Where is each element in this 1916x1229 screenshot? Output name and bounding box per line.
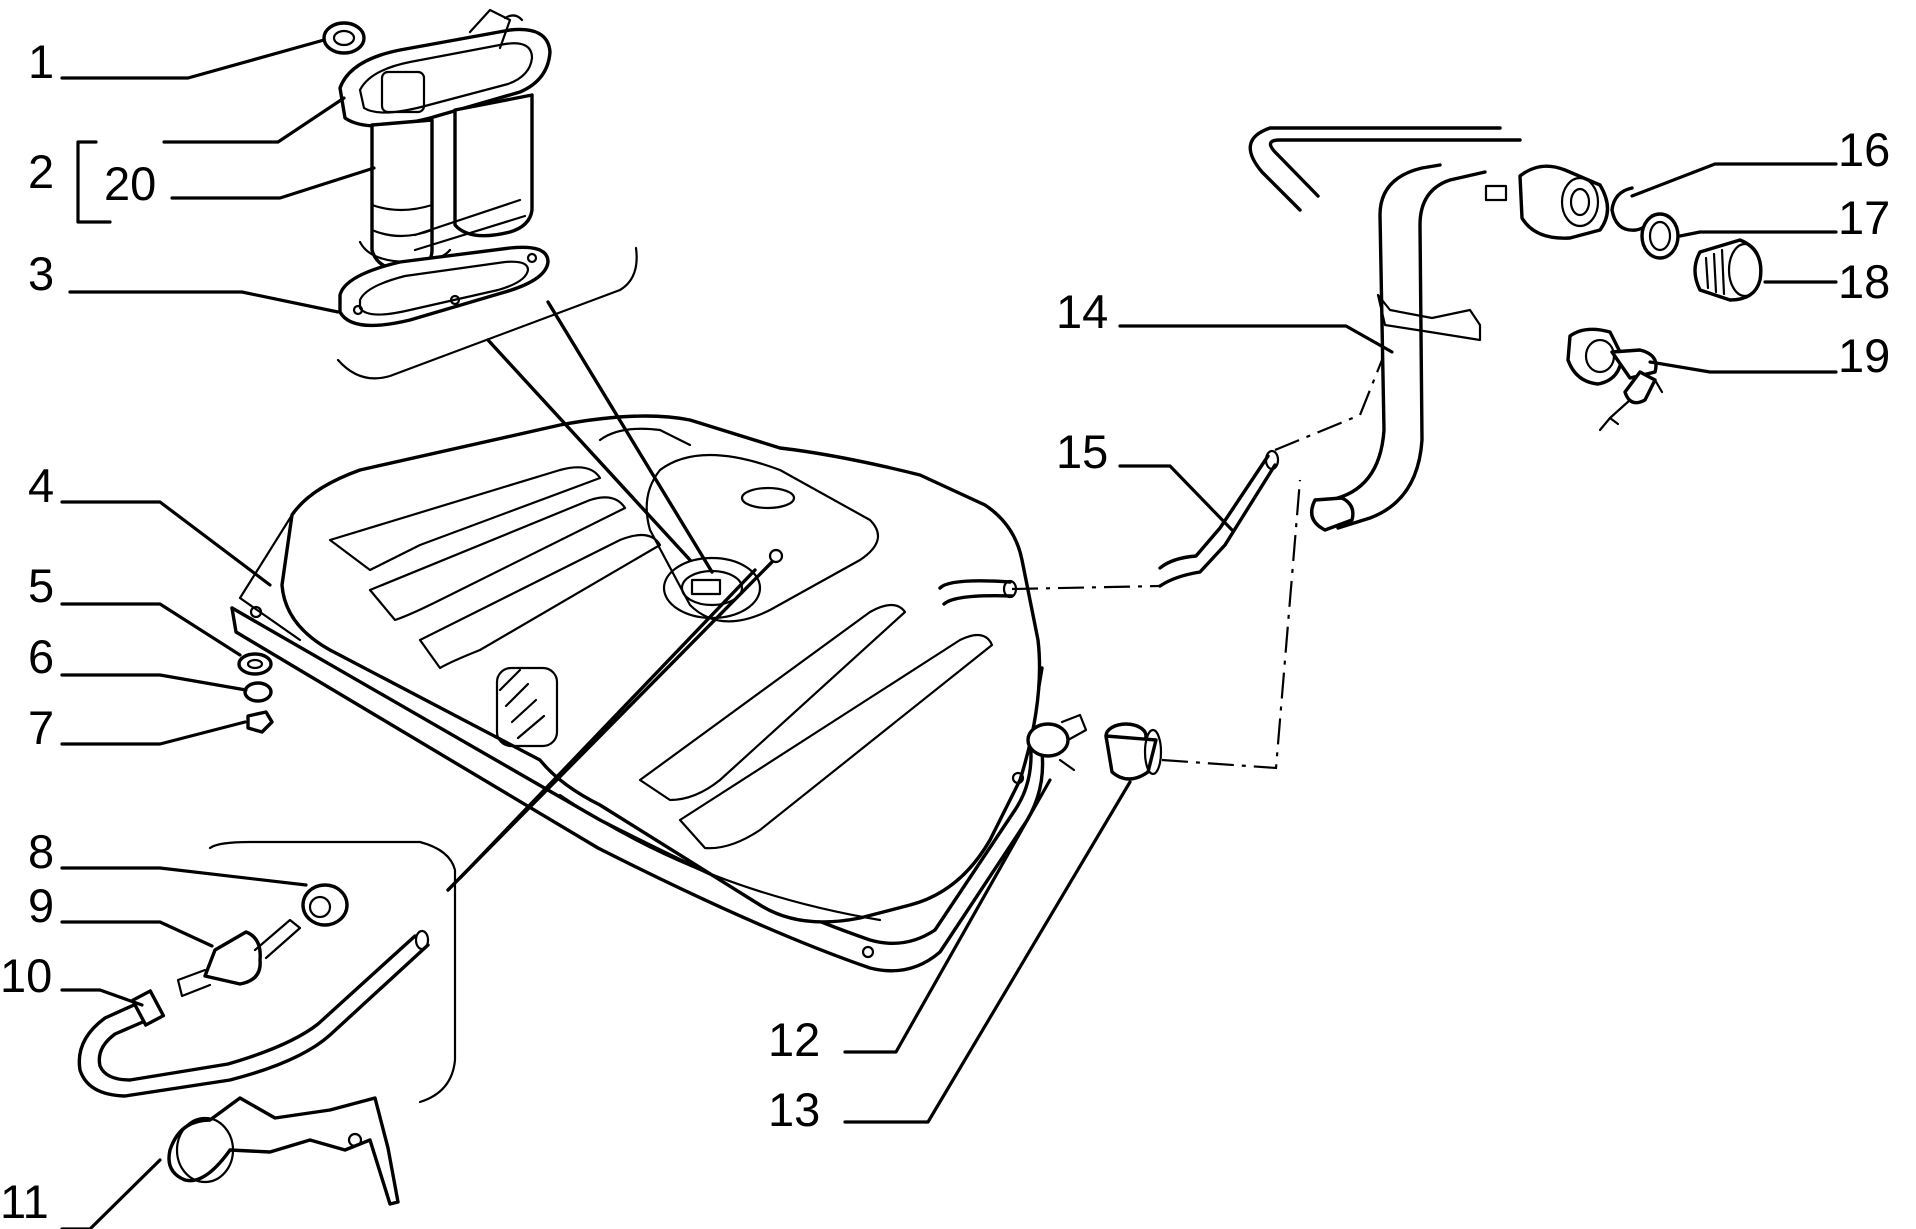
callout-9: 9 [28, 879, 54, 932]
retaining-nut [322, 21, 366, 55]
leader-lines [60, 38, 1838, 1229]
callout-1: 1 [28, 35, 54, 88]
callout-10: 10 [0, 949, 52, 1002]
gasket-ring [338, 245, 550, 328]
fuel-filter-hose [77, 883, 430, 1098]
washer-nut-set [237, 652, 274, 734]
callout-17: 17 [1838, 191, 1890, 244]
callout-14: 14 [1056, 285, 1108, 338]
callout-16: 16 [1838, 123, 1890, 176]
rubber-grommet [1104, 722, 1163, 781]
callout-15: 15 [1056, 425, 1108, 478]
callout-2: 2 [28, 145, 54, 198]
mounting-bracket [167, 1096, 400, 1206]
callout-18: 18 [1838, 255, 1890, 308]
callout-20: 20 [104, 157, 156, 210]
callout-11: 11 [0, 1175, 49, 1228]
fuel-filler-cap [1693, 238, 1763, 302]
callout-12: 12 [768, 1013, 820, 1066]
callout-6: 6 [28, 630, 54, 683]
fuel-pump-assembly [338, 8, 552, 272]
callout-4: 4 [28, 459, 54, 512]
callout-3: 3 [28, 247, 54, 300]
callout-8: 8 [28, 825, 54, 878]
filler-neck-pipe [1248, 126, 1610, 532]
seal-ring [1640, 212, 1680, 260]
callout-13: 13 [768, 1083, 820, 1136]
vent-hose [1158, 449, 1280, 588]
callout-labels: 1 2 20 3 4 5 6 7 8 9 10 11 12 13 14 15 1… [0, 35, 1890, 1228]
callout-5: 5 [28, 559, 54, 612]
lock-with-key [1566, 327, 1664, 432]
callout-19: 19 [1838, 329, 1890, 382]
callout-7: 7 [28, 701, 54, 754]
hose-clamp [1026, 713, 1088, 772]
